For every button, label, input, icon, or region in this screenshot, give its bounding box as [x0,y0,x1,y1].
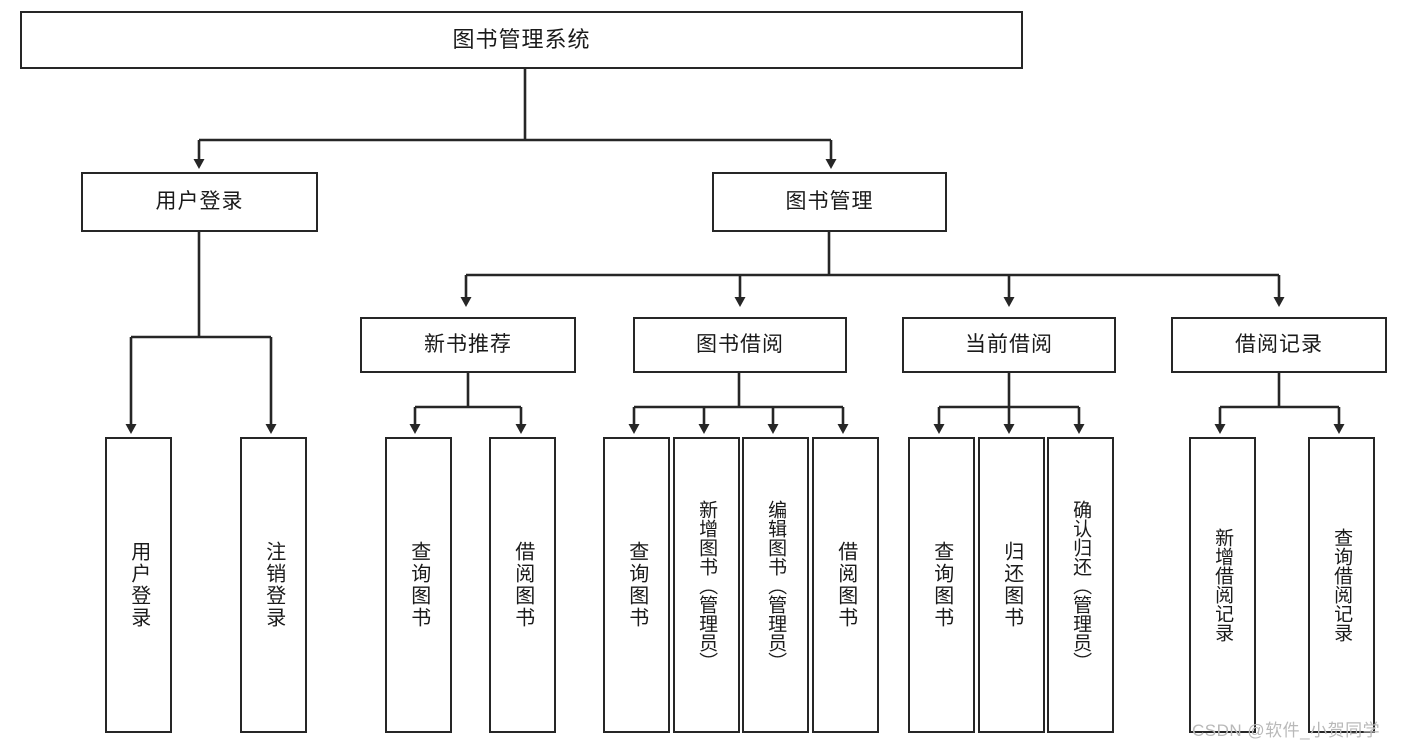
node-label: 图书管理系统 [452,26,591,52]
node-label: 图书借阅 [696,333,784,357]
node-user-login[interactable]: 用户登录 [81,172,318,232]
node-label: 新增借阅记录 [1212,528,1234,642]
leaf-new-book-query[interactable]: 查询图书 [385,437,452,733]
leaf-user-login-logout[interactable]: 注销登录 [240,437,307,733]
leaf-user-login-login[interactable]: 用户登录 [105,437,172,733]
node-label: 确认归还（管理员） [1070,499,1092,671]
node-label: 查询图书 [930,541,953,629]
leaf-new-book-borrow[interactable]: 借阅图书 [489,437,556,733]
leaf-record-add-record[interactable]: 新增借阅记录 [1189,437,1256,733]
node-label: 查询借阅记录 [1331,528,1353,642]
node-label: 编辑图书（管理员） [765,499,787,671]
leaf-current-confirm-return-admin[interactable]: 确认归还（管理员） [1047,437,1114,733]
leaf-current-return-book[interactable]: 归还图书 [978,437,1045,733]
watermark-text: CSDN @软件_小贺同学 [1192,721,1381,740]
node-new-book-recommend[interactable]: 新书推荐 [360,317,576,373]
node-label: 用户登录 [155,190,244,214]
node-label: 归还图书 [1000,541,1023,629]
leaf-borrow-borrow-book[interactable]: 借阅图书 [812,437,879,733]
node-label: 新书推荐 [424,333,512,357]
node-label: 借阅记录 [1235,333,1323,357]
node-label: 查询图书 [625,541,648,629]
node-book-borrow[interactable]: 图书借阅 [633,317,847,373]
leaf-borrow-query-book[interactable]: 查询图书 [603,437,670,733]
node-label: 图书管理 [785,190,874,214]
leaf-borrow-add-book-admin[interactable]: 新增图书（管理员） [673,437,740,733]
node-borrow-record[interactable]: 借阅记录 [1171,317,1387,373]
node-book-management[interactable]: 图书管理 [712,172,947,232]
node-label: 查询图书 [407,541,430,629]
node-root-system[interactable]: 图书管理系统 [20,11,1023,69]
node-label: 注销登录 [262,541,285,629]
node-label: 新增图书（管理员） [696,499,718,671]
node-label: 当前借阅 [965,333,1053,357]
node-label: 用户登录 [127,541,150,629]
leaf-record-query-record[interactable]: 查询借阅记录 [1308,437,1375,733]
node-label: 借阅图书 [834,541,857,629]
node-current-borrow[interactable]: 当前借阅 [902,317,1116,373]
leaf-borrow-edit-book-admin[interactable]: 编辑图书（管理员） [742,437,809,733]
leaf-current-query-book[interactable]: 查询图书 [908,437,975,733]
node-label: 借阅图书 [511,541,534,629]
